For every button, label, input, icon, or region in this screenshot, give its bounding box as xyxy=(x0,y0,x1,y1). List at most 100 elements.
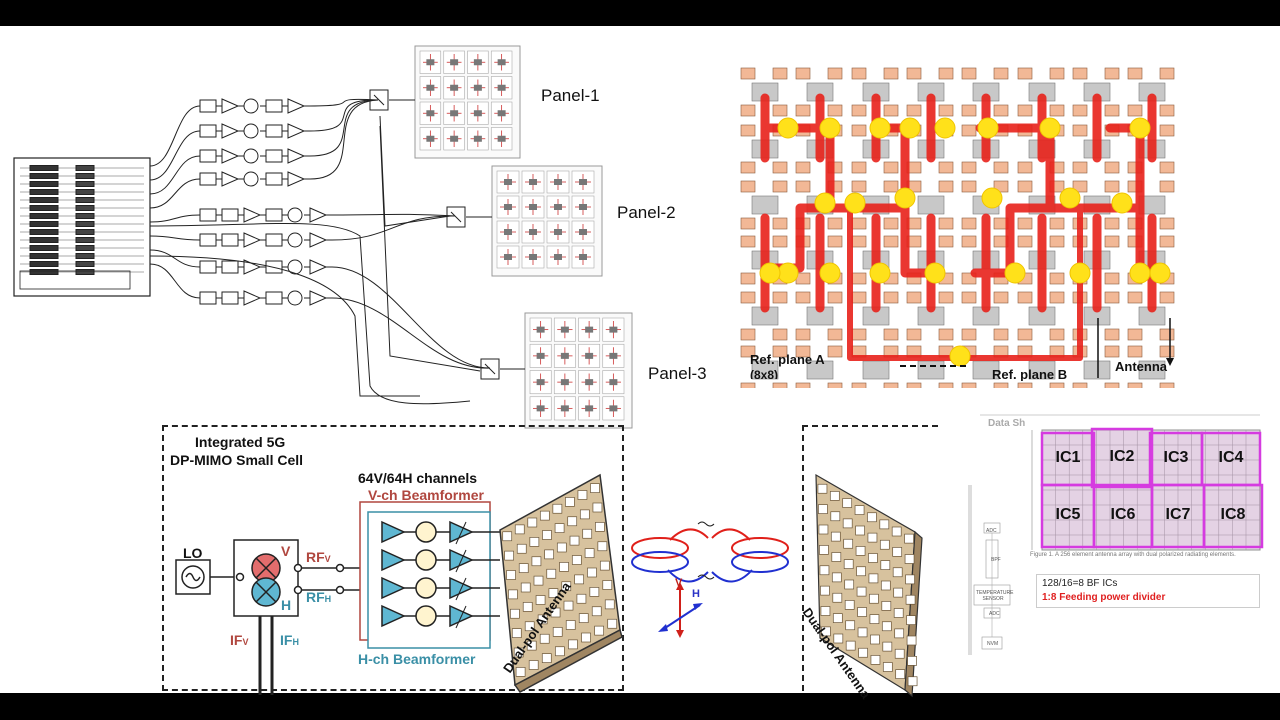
left-margin-strip xyxy=(968,485,972,655)
panel-chip xyxy=(536,326,545,333)
filter-block xyxy=(265,124,283,138)
switch-throw xyxy=(450,211,462,223)
element-pad xyxy=(938,217,954,230)
panel-chip xyxy=(609,352,618,359)
lo-label: LO xyxy=(183,545,203,561)
antenna-element xyxy=(587,567,597,578)
element-pad xyxy=(906,67,922,80)
element-pad xyxy=(851,328,867,341)
port-dot xyxy=(293,563,303,573)
rf-h-subscript: H xyxy=(324,594,332,604)
remote-antenna-element xyxy=(845,640,856,651)
element-pad xyxy=(1017,382,1033,388)
antenna-element xyxy=(565,497,575,507)
element-pad xyxy=(851,124,867,137)
element-pad xyxy=(740,272,756,285)
element-pad xyxy=(961,382,977,388)
ic-label: IC3 xyxy=(1163,449,1189,466)
board-chip xyxy=(29,213,59,219)
datasheet-header: Data Sh xyxy=(988,418,1026,429)
remote-antenna-element xyxy=(856,586,867,597)
junction-dot xyxy=(924,262,946,284)
element-pad xyxy=(772,235,788,248)
antenna-element xyxy=(590,483,600,493)
chain-to-switch-line xyxy=(331,215,456,241)
junction-dot xyxy=(1004,262,1026,284)
remote-antenna-element xyxy=(818,504,828,514)
v-beam-lobe xyxy=(731,537,789,559)
panel-1-array xyxy=(414,45,521,159)
element-pad xyxy=(1104,67,1120,80)
element-pad xyxy=(851,104,867,117)
antenna-element xyxy=(568,639,578,650)
junction-dot xyxy=(777,117,799,139)
multi-panel-rf-schematic xyxy=(13,45,633,429)
amplifier-symbol xyxy=(309,232,328,248)
panel-chip xyxy=(504,179,512,185)
remote-antenna-element xyxy=(858,647,868,658)
small-cell-title-line1: Integrated 5G xyxy=(195,434,286,450)
remote-antenna-element xyxy=(844,579,855,590)
feeding-divider-note: 1:8 Feeding power divider xyxy=(1042,592,1166,603)
filter-block xyxy=(265,99,283,113)
panel-chip xyxy=(554,179,562,185)
antenna-element xyxy=(513,647,524,658)
element-pad xyxy=(993,161,1009,174)
routing-line xyxy=(149,223,471,405)
antenna-element xyxy=(567,516,578,527)
panel-chip xyxy=(450,84,459,91)
amplifier-symbol xyxy=(287,98,306,114)
board-chip xyxy=(29,245,59,251)
panel-chip xyxy=(497,135,506,142)
element-pad xyxy=(1049,235,1065,248)
ic-region xyxy=(1090,427,1154,489)
filter-block xyxy=(265,208,283,222)
element-pad xyxy=(1017,235,1033,248)
element-pad xyxy=(883,291,899,304)
antenna-element xyxy=(578,613,589,623)
element-pad xyxy=(883,235,899,248)
panel-chip xyxy=(609,326,618,333)
element-pad xyxy=(827,291,843,304)
remote-antenna-element xyxy=(891,526,902,537)
remote-antenna-element xyxy=(867,512,877,523)
board-chip xyxy=(75,261,95,267)
beam-lobes xyxy=(631,521,789,583)
element-pad xyxy=(1049,217,1065,230)
filter-block xyxy=(199,291,217,305)
antenna-element xyxy=(559,562,569,572)
remote-antenna-element xyxy=(832,613,843,623)
panel-chip xyxy=(609,405,618,412)
remote-antenna-element xyxy=(904,533,914,544)
antenna-element xyxy=(506,570,516,580)
junction-dot xyxy=(1129,117,1151,139)
remote-antenna-element xyxy=(870,655,881,665)
remote-antenna-element xyxy=(882,662,893,672)
panel-chip xyxy=(473,110,482,117)
element-pad xyxy=(1159,124,1175,137)
panel-2-label: Panel-2 xyxy=(617,203,676,222)
remote-antenna-element xyxy=(855,546,866,556)
element-pad xyxy=(827,382,843,388)
transceiver-board xyxy=(13,157,151,297)
element-patch xyxy=(917,360,945,380)
switch-throw xyxy=(484,363,496,375)
remote-antenna-element xyxy=(818,524,829,535)
remote-antenna-element xyxy=(894,628,905,639)
element-pad xyxy=(1159,180,1175,193)
bpf-label: BPF xyxy=(991,557,1001,563)
element-pad xyxy=(961,272,977,285)
element-pad xyxy=(851,217,867,230)
antenna-element xyxy=(520,582,531,593)
chain-feed-line xyxy=(149,178,201,209)
panel-chip xyxy=(536,352,545,359)
chain-feed-line xyxy=(149,235,201,241)
small-cell-block-diagram xyxy=(175,473,923,698)
chain-to-switch-line xyxy=(309,98,379,107)
datasheet-drawing xyxy=(968,414,1264,655)
board-chip xyxy=(75,197,95,203)
panel-3-array xyxy=(524,312,633,429)
amplifier-symbol xyxy=(287,123,306,139)
panel-chip xyxy=(560,405,569,412)
if-v-label: IFV xyxy=(230,632,248,648)
